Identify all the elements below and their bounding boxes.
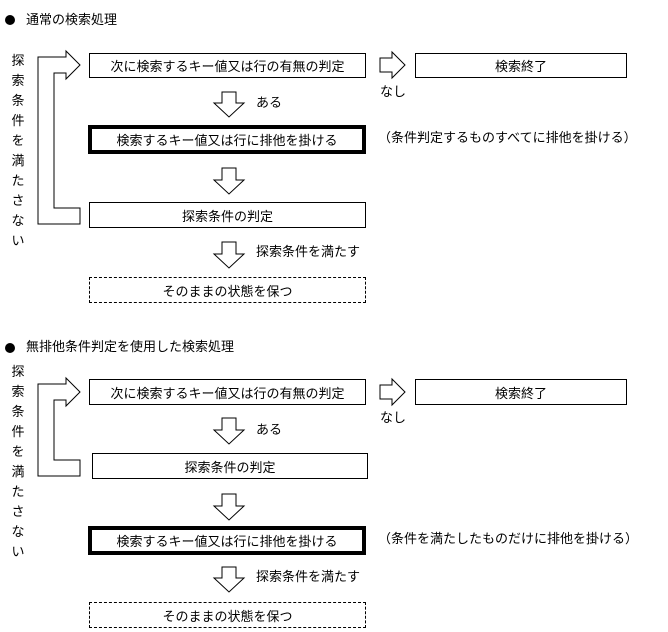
- section1-next-key-box: 次に検索するキー値又は行の有無の判定: [89, 53, 366, 78]
- down-arrow-1b: [212, 167, 246, 195]
- section2-title: 無排他条件判定を使用した検索処理: [26, 340, 235, 355]
- section1-keep-box: そのままの状態を保つ: [89, 277, 366, 303]
- down-arrow-2c: [212, 566, 246, 593]
- section1-title: 通常の検索処理: [26, 13, 118, 28]
- section1-lock-note: （条件判定するものすべてに排他を掛ける）: [378, 131, 637, 146]
- section2-exists-label: ある: [256, 423, 283, 438]
- section1-satisfy-label: 探索条件を満たす: [256, 245, 361, 260]
- down-arrow-1c: [212, 241, 246, 269]
- section2-search-end-box: 検索終了: [415, 379, 627, 405]
- section2-loop-label: 探 索 条 件 を 満 た さ な い: [11, 365, 25, 560]
- section1-search-end-box: 検索終了: [415, 53, 627, 78]
- section2-satisfy-label: 探索条件を満たす: [256, 570, 361, 585]
- down-arrow-2a: [212, 417, 246, 445]
- loop-back-arrow-2: [37, 376, 81, 477]
- section2-keep-box: そのままの状態を保つ: [89, 602, 366, 628]
- section2-lock-note: （条件を満たしたものだけに排他を掛ける）: [378, 532, 639, 547]
- section2-bullet: [5, 343, 15, 353]
- section2-judge-box: 探索条件の判定: [92, 453, 368, 479]
- right-arrow-2: [379, 377, 406, 407]
- section2-lock-box: 検索するキー値又は行に排他を掛ける: [88, 526, 366, 555]
- section1-loop-label: 探 索 条 件 を 満 た さ な い: [11, 54, 25, 249]
- section1-lock-box: 検索するキー値又は行に排他を掛ける: [88, 125, 366, 154]
- down-arrow-2b: [212, 493, 246, 521]
- down-arrow-1a: [212, 91, 246, 118]
- loop-back-arrow-1: [37, 49, 81, 225]
- section1-bullet: [5, 15, 15, 25]
- section1-none-label: なし: [380, 85, 407, 100]
- section1-judge-box: 探索条件の判定: [89, 202, 366, 228]
- section2-none-label: なし: [380, 411, 407, 426]
- section1-exists-label: ある: [256, 96, 283, 111]
- right-arrow-1: [379, 50, 406, 80]
- section2-next-key-box: 次に検索するキー値又は行の有無の判定: [89, 379, 366, 405]
